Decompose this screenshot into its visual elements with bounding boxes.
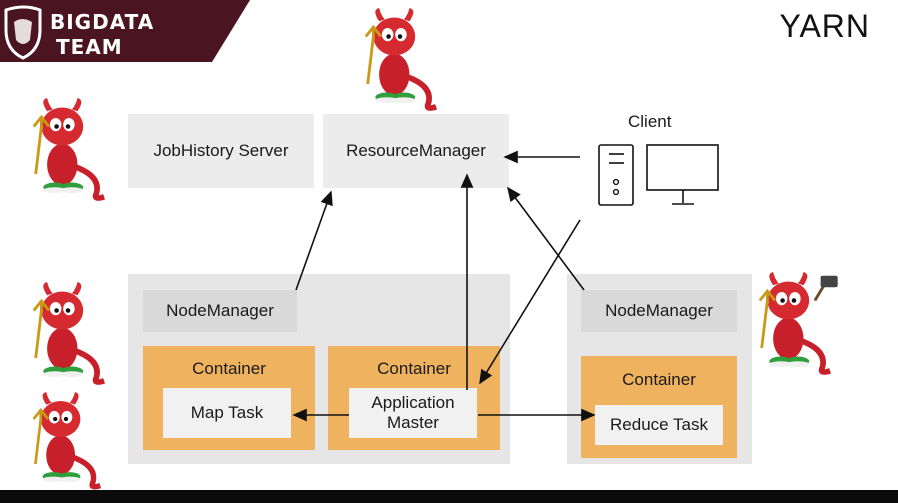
bottom-bar — [0, 490, 898, 503]
monitor-icon — [646, 144, 719, 205]
job-history-server-box: JobHistory Server — [128, 114, 314, 188]
client-label: Client — [628, 112, 672, 131]
shield-logo-icon — [4, 5, 42, 60]
container-application-master: Container Application Master — [328, 346, 500, 450]
application-master-box: Application Master — [349, 388, 477, 438]
diagram-title: YARN — [779, 8, 870, 44]
brand-line-1: BIGDATA — [50, 10, 155, 34]
daemon-mascot-icon — [366, 8, 436, 108]
daemon-mascot-icon — [34, 98, 104, 198]
container-map-label: Container — [192, 359, 266, 378]
map-task-box: Map Task — [163, 388, 291, 438]
reduce-task-box: Reduce Task — [595, 405, 723, 445]
node-manager-left: NodeManager — [143, 290, 297, 332]
container-reduce-label: Container — [622, 370, 696, 389]
container-map: Container Map Task — [143, 346, 315, 450]
resource-manager-box: ResourceManager — [323, 114, 509, 188]
daemon-mascot-icon — [34, 282, 104, 382]
daemon-mascot-icon — [34, 392, 101, 487]
container-am-label: Container — [377, 359, 451, 378]
container-reduce: Container Reduce Task — [581, 356, 737, 458]
server-tower-icon — [598, 144, 634, 206]
brand-line-2: TEAM — [56, 35, 123, 59]
node-manager-right: NodeManager — [581, 290, 737, 332]
daemon-with-hammer-icon — [760, 272, 838, 372]
